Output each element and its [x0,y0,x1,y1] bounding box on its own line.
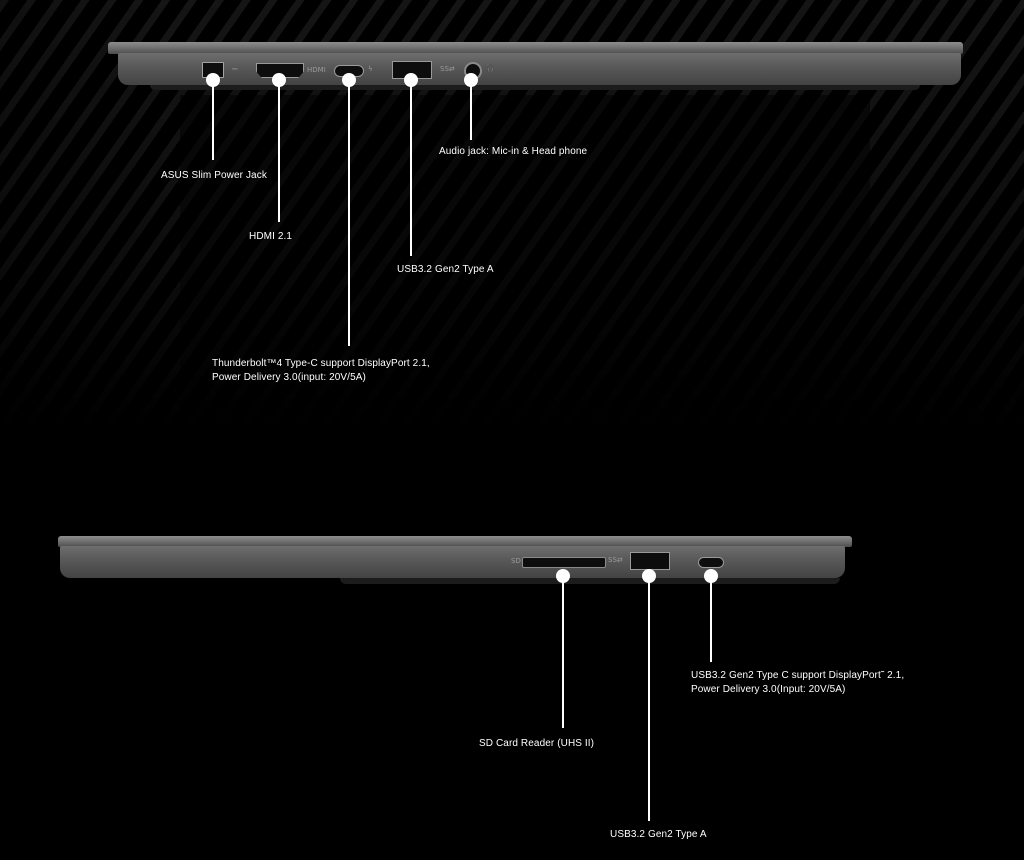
label-usb-a-right: USB3.2 Gen2 Type A [610,829,707,840]
callout-line [710,576,712,662]
callout-line [648,576,650,821]
label-audio-jack: Audio jack: Mic-in & Head phone [439,146,588,157]
power-symbol-icon: ⎓ [232,65,238,73]
laptop-lid [108,42,963,54]
laptop-right-side-view: SD SS⇄ [58,536,852,584]
label-slim-power-jack: ASUS Slim Power Jack [161,170,267,181]
label-thunderbolt: Thunderbolt™4 Type-C support DisplayPort… [212,358,430,383]
callout-line [278,80,280,222]
laptop-underside [340,578,840,584]
label-sd-card-reader: SD Card Reader (UHS II) [479,738,595,749]
usb-symbol-icon: SS⇄ [440,65,455,73]
laptop-lid [58,536,852,547]
headphone-symbol-icon: 🎧 [486,64,495,72]
sd-card-slot [522,557,606,568]
background-shade [870,95,1024,430]
callout-line [212,80,214,160]
background-shade [180,95,870,430]
thunderbolt-symbol-icon: ϟ [368,65,373,73]
label-hdmi: HDMI 2.1 [249,231,293,242]
usb-c-port [698,557,724,568]
sd-symbol-icon: SD [511,557,521,565]
label-usb-c: USB3.2 Gen2 Type C support DisplayPort˜ … [691,670,905,695]
laptop-underside [150,85,920,90]
label-usb-a-left: USB3.2 Gen2 Type A [397,264,494,275]
callout-line [562,576,564,728]
laptop-base [60,546,845,578]
hdmi-symbol-icon: HDMI [307,66,326,74]
callout-line [348,80,350,346]
callout-line [410,80,412,256]
usb-a-port [630,552,670,570]
callout-line [470,80,472,140]
usb-symbol-icon: SS⇄ [608,556,623,564]
